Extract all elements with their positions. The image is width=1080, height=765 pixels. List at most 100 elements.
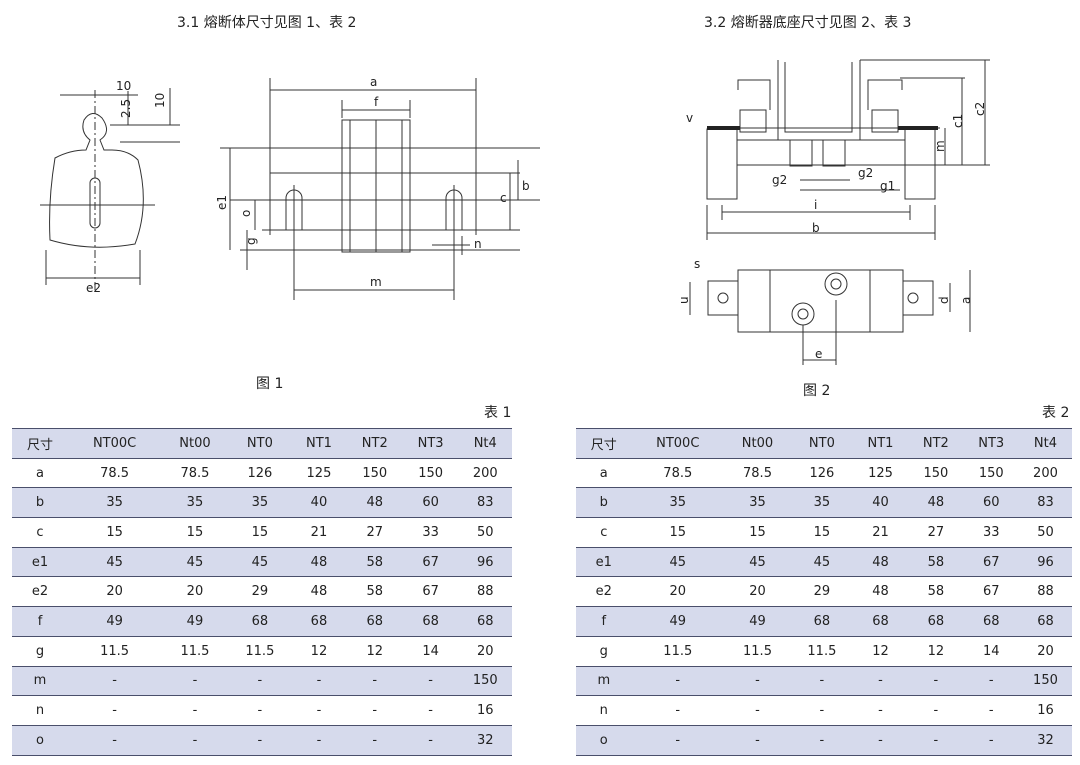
table-cell: 49 [724, 606, 791, 637]
fig1-label-b: b [522, 179, 530, 193]
table-cell: 67 [963, 576, 1019, 608]
table-cell: - [291, 695, 347, 726]
table-cell: 48 [908, 487, 964, 519]
table-cell: 126 [228, 458, 292, 489]
table-cell: 150 [402, 458, 459, 489]
table-cell: 49 [68, 606, 162, 637]
table-cell: 150 [346, 458, 403, 489]
column-header: NT2 [346, 428, 403, 459]
column-header: NT1 [291, 428, 347, 459]
table-row: n------16 [12, 695, 512, 726]
row-label-cell: b [12, 487, 68, 519]
table-cell: 150 [458, 666, 512, 697]
table-row: o------32 [576, 725, 1072, 756]
table-cell: 16 [1018, 695, 1072, 726]
table-cell: 11.5 [161, 636, 229, 667]
row-label-cell: o [576, 725, 632, 756]
row-label-cell: f [576, 606, 632, 637]
table-cell: 45 [161, 547, 229, 578]
column-header: Nt4 [1018, 428, 1072, 459]
table-cell: 20 [68, 576, 162, 608]
table-row: m------150 [12, 666, 512, 697]
fig1-label-e1: e1 [215, 195, 229, 210]
column-header: NT00C [68, 428, 162, 459]
table-cell: 27 [346, 517, 403, 548]
table-2-title: 表 2 [1042, 405, 1070, 421]
table-cell: - [346, 725, 403, 756]
figure-1-drawing: 10 2.5 10 e2 a f e1 o g b c n m [40, 75, 540, 300]
table-cell: 32 [1018, 725, 1072, 756]
table-cell: 40 [291, 487, 347, 519]
table-cell: 67 [963, 547, 1019, 578]
fig2-label-c2: c2 [973, 102, 987, 116]
table-cell: 35 [724, 487, 791, 519]
table-cell: 83 [458, 487, 512, 519]
column-header: Nt00 [724, 428, 791, 459]
row-label-cell: o [12, 725, 68, 756]
table-cell: 150 [963, 458, 1019, 489]
table-cell: 78.5 [724, 458, 791, 489]
table-cell: 48 [291, 576, 347, 608]
fig1-label-m: m [370, 275, 382, 289]
table-1-title: 表 1 [484, 405, 512, 421]
fig2-label-s: s [694, 257, 700, 271]
column-header: NT2 [908, 428, 964, 459]
table-cell: 49 [161, 606, 229, 637]
table-cell: - [908, 666, 964, 697]
table-cell: 27 [908, 517, 964, 548]
table-cell: - [852, 695, 909, 726]
fig1-label-e2: e2 [86, 281, 101, 295]
column-header: NT1 [852, 428, 909, 459]
fig1-label-n: n [474, 237, 482, 251]
table-cell: 29 [228, 576, 292, 608]
table-cell: 35 [790, 487, 853, 519]
table-cell: 20 [631, 576, 724, 608]
table-row: m------150 [576, 666, 1072, 697]
fig2-label-u: u [680, 296, 691, 304]
table-cell: 35 [68, 487, 162, 519]
fig1-label-2-5: 2.5 [119, 99, 133, 118]
table-cell: 68 [1018, 606, 1072, 637]
row-label-cell: c [12, 517, 68, 548]
table-cell: 12 [908, 636, 964, 667]
column-header: NT0 [790, 428, 853, 459]
section-heading-right: 3.2 熔断器底座尺寸见图 2、表 3 [704, 15, 912, 31]
column-header: Nt00 [161, 428, 229, 459]
table-cell: 68 [908, 606, 964, 637]
column-header: 尺寸 [12, 428, 68, 459]
fig2-label-a: a [959, 297, 973, 304]
table-cell: 200 [458, 458, 512, 489]
table-cell: 14 [402, 636, 459, 667]
table-cell: 12 [852, 636, 909, 667]
fig2-label-g2b: g2 [858, 166, 873, 180]
table-row: n------16 [576, 695, 1072, 726]
column-header: NT3 [963, 428, 1019, 459]
table-cell: - [346, 695, 403, 726]
table-cell: 45 [68, 547, 162, 578]
fig2-label-m: m [933, 140, 947, 152]
table-cell: 60 [402, 487, 459, 519]
table-cell: 125 [291, 458, 347, 489]
table-cell: 11.5 [631, 636, 724, 667]
fig2-label-v: v [686, 111, 693, 125]
table-cell: 11.5 [228, 636, 292, 667]
figure-1-caption: 图 1 [256, 376, 284, 392]
row-label-cell: b [576, 487, 632, 519]
table-cell: 45 [228, 547, 292, 578]
table-cell: 58 [908, 576, 964, 608]
row-label-cell: g [12, 636, 68, 667]
table-cell: 20 [161, 576, 229, 608]
table-cell: 15 [631, 517, 724, 548]
fig2-label-b: b [812, 221, 820, 235]
table-cell: 68 [790, 606, 853, 637]
table-cell: - [790, 725, 853, 756]
table-cell: 67 [402, 547, 459, 578]
fig2-label-e: e [815, 347, 822, 361]
table-cell: - [852, 666, 909, 697]
